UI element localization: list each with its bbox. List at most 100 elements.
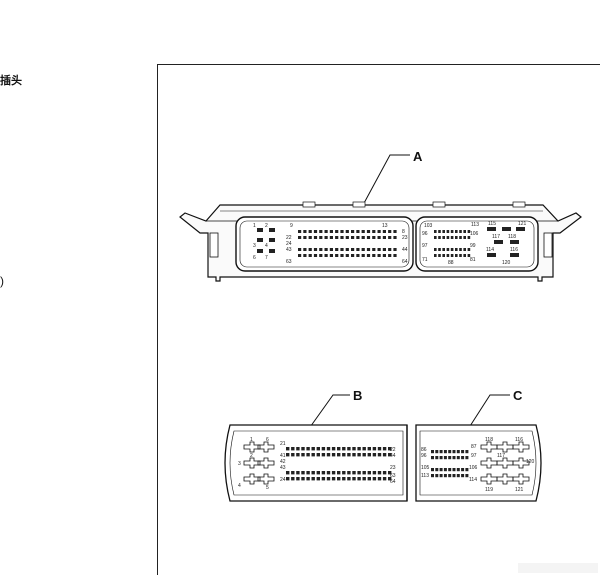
- pin: [313, 236, 318, 239]
- pin: [326, 477, 331, 481]
- pin: [434, 230, 437, 233]
- pin: [301, 471, 305, 475]
- pin: [321, 477, 326, 481]
- pin: [352, 471, 356, 475]
- plug-b-cross-pins: [243, 441, 275, 485]
- pin: [443, 450, 447, 454]
- pin: [448, 450, 452, 454]
- drawing-frame: A 1 2 3 4 6: [157, 64, 600, 575]
- a1-pin-7: 7: [265, 255, 268, 261]
- pin: [463, 248, 466, 251]
- b-pin-24: 24: [280, 477, 286, 483]
- pin: [455, 248, 458, 251]
- pin: [345, 230, 349, 233]
- pin: [316, 471, 320, 475]
- pin: [442, 248, 445, 251]
- pin: [337, 453, 341, 457]
- pin: [306, 471, 310, 475]
- pin: [446, 254, 450, 257]
- pin: [461, 456, 465, 460]
- pin: [465, 474, 469, 478]
- pin: [455, 236, 458, 239]
- pin: [367, 471, 371, 475]
- pin: [291, 447, 295, 451]
- pin: [331, 453, 336, 457]
- pin: [467, 236, 471, 239]
- pin: [456, 450, 460, 454]
- connector-a-block-2-pin-rows: [434, 230, 471, 257]
- pin: [450, 230, 454, 233]
- pin: [442, 254, 445, 257]
- pin: [382, 230, 386, 233]
- pin: [452, 450, 456, 454]
- pin: [319, 248, 323, 251]
- pin: [448, 468, 452, 472]
- a2-pin-106: 106: [470, 231, 479, 237]
- pin: [340, 236, 344, 239]
- pin: [367, 447, 371, 451]
- pin: [461, 468, 465, 472]
- callout-a: A: [362, 149, 423, 206]
- plug-c-pin-rows: [431, 450, 469, 478]
- connector-a: 1 2 3 4 6 7 9 13 8 22 23 24 43 44 63 64: [179, 201, 582, 282]
- pin: [347, 447, 351, 451]
- pin: [443, 456, 447, 460]
- pin: [372, 477, 377, 481]
- pin: [311, 477, 315, 481]
- b-pin-23: 23: [390, 465, 396, 471]
- pin: [356, 230, 360, 233]
- a2-pin-117: 117: [492, 234, 500, 240]
- pin: [308, 230, 312, 233]
- pin: [388, 236, 392, 239]
- pin: [352, 477, 356, 481]
- pin: [345, 248, 349, 251]
- pin: [286, 471, 290, 475]
- pin: [324, 236, 328, 239]
- a1-pin-2: 2: [265, 223, 268, 229]
- pin: [340, 254, 344, 257]
- pin: [461, 474, 465, 478]
- a2-pin-121: 121: [518, 221, 527, 227]
- pin: [324, 254, 328, 257]
- pin: [286, 447, 290, 451]
- pin: [446, 230, 450, 233]
- connector-a-block-1: 1 2 3 4 6 7 9 13 8 22 23 24 43 44 63 64: [235, 216, 414, 272]
- pin: [357, 471, 361, 475]
- a1-pin-44: 44: [402, 247, 408, 253]
- pin: [296, 471, 300, 475]
- b-pin-4: 4: [238, 483, 241, 489]
- left-heading: 插头: [0, 75, 22, 87]
- a2-pin-88: 88: [448, 260, 454, 266]
- pin: [340, 230, 344, 233]
- b-pin-64: 64: [390, 479, 396, 485]
- pin: [382, 254, 386, 257]
- pin: [335, 230, 339, 233]
- pin: [313, 230, 318, 233]
- pin: [356, 248, 360, 251]
- b-pin-5: 5: [266, 485, 269, 491]
- pin: [459, 248, 462, 251]
- a1-pin-23: 23: [402, 235, 408, 241]
- pin: [319, 230, 323, 233]
- b-pin-1: 1: [250, 437, 253, 443]
- pin: [306, 477, 310, 481]
- pin: [465, 450, 469, 454]
- pin: [306, 447, 310, 451]
- pin: [326, 447, 331, 451]
- c-pin-106: 106: [469, 465, 478, 471]
- left-paren-text: ): [0, 274, 4, 288]
- pin: [450, 236, 454, 239]
- pin: [377, 471, 382, 475]
- pin: [434, 254, 437, 257]
- pin: [456, 468, 460, 472]
- pin: [356, 236, 360, 239]
- pin: [443, 468, 447, 472]
- pin: [296, 477, 300, 481]
- pin: [316, 477, 320, 481]
- pin: [388, 254, 392, 257]
- pin: [303, 248, 307, 251]
- pin: [342, 447, 346, 451]
- pin: [372, 230, 376, 233]
- connector-a-block-2: 103 113 115 121 96 106 117 118 97 99 114…: [415, 216, 539, 272]
- pin: [448, 456, 452, 460]
